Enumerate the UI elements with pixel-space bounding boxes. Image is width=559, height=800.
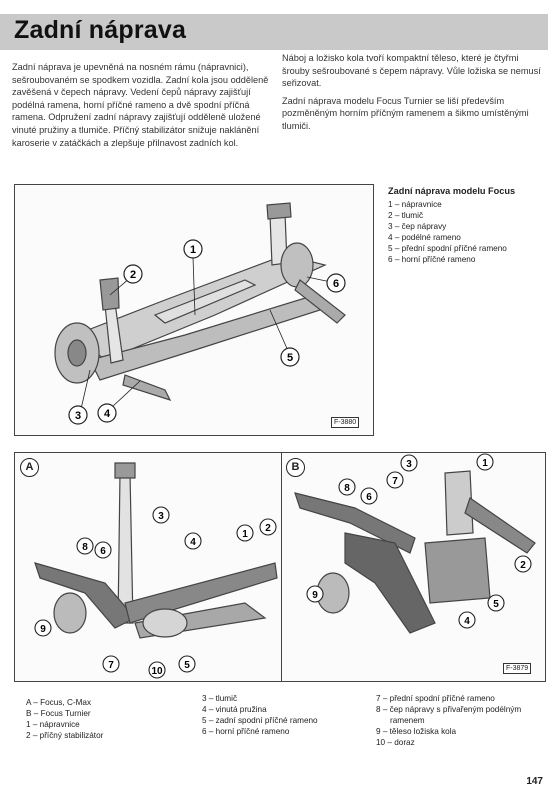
callout-a-10: 10: [151, 666, 163, 677]
figure2-code: F-3879: [503, 663, 532, 674]
figure-focus-rear-axle-drawing: 1 2 3 4 5 6: [54, 202, 346, 425]
legend-item: 5 – zadní spodní příčné rameno: [202, 716, 318, 725]
callout-a-9: 9: [40, 624, 46, 635]
callout-6: 6: [333, 278, 339, 290]
legend-item: 8 – čep nápravy s přivařeným podélným ra…: [376, 705, 522, 725]
callout-2: 2: [130, 269, 136, 281]
figure1-callouts: 1 2 3 4 5 6: [68, 239, 346, 425]
legend-item: 1 – nápravnice: [388, 200, 442, 209]
legend-item: 3 – čep nápravy: [388, 222, 447, 231]
legend-item: 3 – tlumič: [202, 694, 238, 703]
figure2-legend-col2: 3 – tlumič 4 – vinutá pružina 5 – zadní …: [202, 693, 367, 737]
callout-a-7: 7: [108, 660, 114, 671]
legend-item: 6 – horní příčné rameno: [202, 727, 290, 736]
figure1-legend-title: Zadní náprava modelu Focus: [388, 186, 516, 196]
legend-item: A – Focus, C-Max: [26, 698, 92, 707]
callout-1: 1: [190, 244, 196, 256]
callout-a-6: 6: [100, 546, 106, 557]
intro-paragraph-left: Zadní náprava je upevněná na nosném rámu…: [12, 62, 269, 148]
figure2-legend-col1: A – Focus, C-Max B – Focus Turnier 1 – n…: [26, 697, 186, 741]
callout-b-2: 2: [520, 560, 526, 571]
callout-b-1: 1: [482, 458, 488, 469]
legend-item: 10 – doraz: [376, 738, 415, 747]
legend-item: 6 – horní příčné rameno: [388, 255, 476, 264]
legend-item: 7 – přední spodní příčné rameno: [376, 694, 495, 703]
legend-item: 1 – nápravnice: [26, 720, 80, 729]
callout-4: 4: [104, 408, 111, 420]
callout-b-7: 7: [392, 476, 398, 487]
figure1-code: F-3880: [331, 417, 360, 428]
callout-b-9: 9: [312, 590, 318, 601]
legend-item: 4 – podélné rameno: [388, 233, 461, 242]
legend-item: 9 – těleso ložiska kola: [376, 727, 457, 736]
panel-divider: [281, 453, 282, 681]
callout-b-3: 3: [406, 459, 412, 470]
panel-b-label: B: [286, 458, 305, 477]
callout-a-5: 5: [184, 660, 190, 671]
callout-5: 5: [287, 352, 293, 364]
figure2-callouts: 3 4 1 2 8 6 9 7 10 5 3 1 8 6 7 2 9 5 4: [34, 453, 532, 679]
legend-item: 4 – vinutá pružina: [202, 705, 267, 714]
callout-b-8: 8: [344, 483, 350, 494]
figure2-legend-col3: 7 – přední spodní příčné rameno 8 – čep …: [376, 693, 546, 748]
legend-item: 2 – příčný stabilizátor: [26, 731, 104, 740]
figure1-legend: Zadní náprava modelu Focus 1 – nápravnic…: [388, 186, 515, 265]
page-number: 147: [526, 776, 543, 787]
callout-a-2: 2: [265, 523, 271, 534]
callout-b-6: 6: [366, 492, 372, 503]
page-title: Zadní náprava: [14, 16, 187, 44]
callout-a-1: 1: [242, 529, 248, 540]
title-bar: [0, 14, 548, 50]
callout-a-4: 4: [190, 537, 196, 548]
figure-comparison-drawing: 3 4 1 2 8 6 9 7 10 5 3 1 8 6 7 2 9 5 4: [34, 453, 536, 679]
intro-left-column: Zadní náprava je upevněná na nosném rámu…: [12, 61, 270, 154]
legend-item: 2 – tlumič: [388, 211, 424, 220]
legend-item: 5 – přední spodní příčné rameno: [388, 244, 507, 253]
callout-a-3: 3: [158, 511, 164, 522]
callout-b-4: 4: [464, 616, 470, 627]
intro-paragraph-right-1: Náboj a ložisko kola tvoří kompaktní těl…: [282, 53, 541, 89]
intro-right-column: Náboj a ložisko kola tvoří kompaktní těl…: [282, 52, 544, 138]
callout-a-8: 8: [82, 542, 88, 553]
intro-paragraph-right-2: Zadní náprava modelu Focus Turnier se li…: [282, 95, 529, 131]
figure-comparison: A B 3 4 1 2 8 6 9 7 10 5: [14, 452, 546, 682]
panel-a-label: A: [20, 458, 39, 477]
legend-item: B – Focus Turnier: [26, 709, 91, 718]
figure-focus-rear-axle: 1 2 3 4 5 6 F-3880: [14, 184, 374, 436]
callout-b-5: 5: [493, 599, 499, 610]
callout-3: 3: [75, 410, 81, 422]
